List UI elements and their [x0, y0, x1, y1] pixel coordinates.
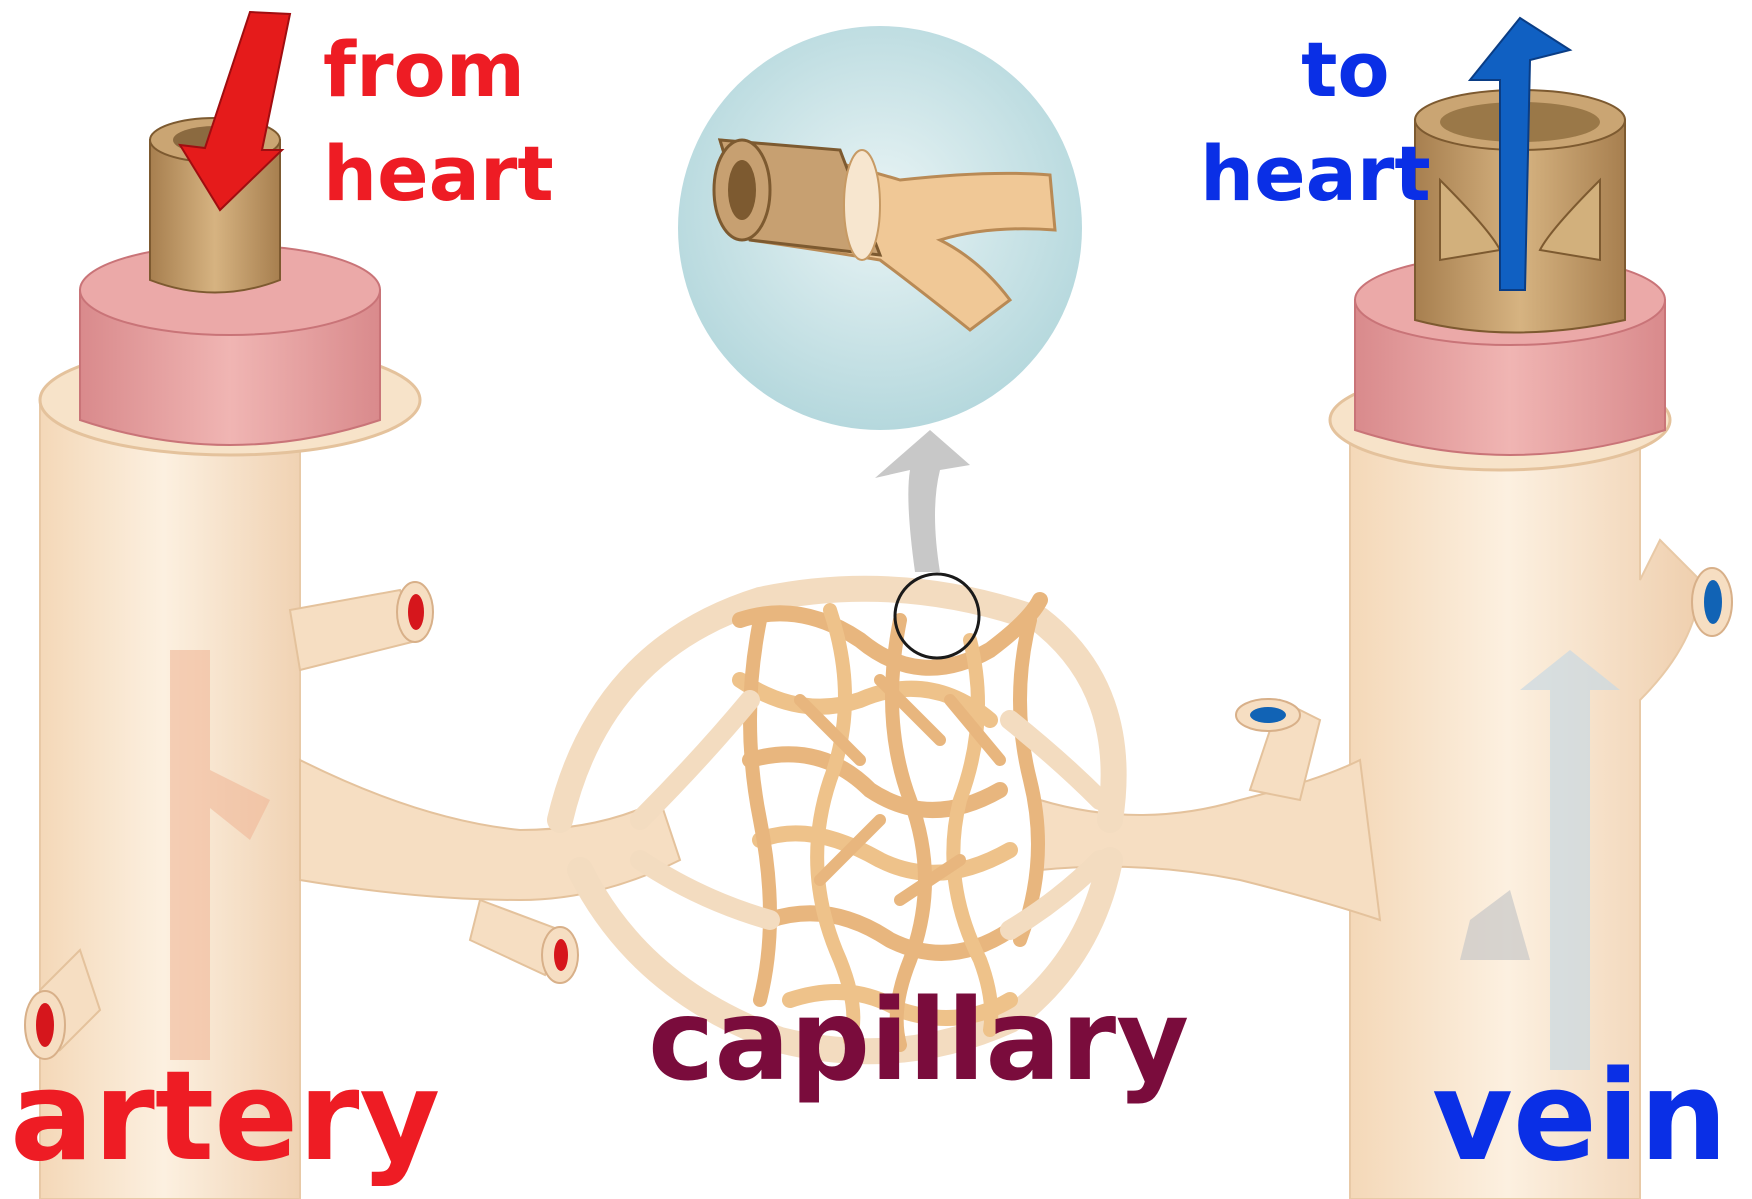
from-heart-line1: from	[323, 18, 554, 122]
vein-branch-right	[1692, 568, 1732, 636]
to-heart-line1: to	[1200, 18, 1431, 122]
artery-vessel	[40, 118, 420, 1199]
vein-label: vein	[1432, 1055, 1728, 1179]
magnify-arrow	[875, 430, 970, 572]
arteriole	[300, 760, 680, 900]
from-heart-line2: heart	[323, 122, 554, 226]
artery-label: artery	[10, 1055, 440, 1179]
capillary-label: capillary	[648, 985, 1189, 1097]
to-heart-line2: heart	[1200, 122, 1431, 226]
artery-branch-upper	[290, 582, 433, 670]
capillary-inset	[678, 26, 1082, 430]
arteriole-branch	[470, 900, 578, 983]
from-heart-label: from heart	[323, 18, 554, 226]
to-heart-label: to heart	[1200, 18, 1431, 226]
